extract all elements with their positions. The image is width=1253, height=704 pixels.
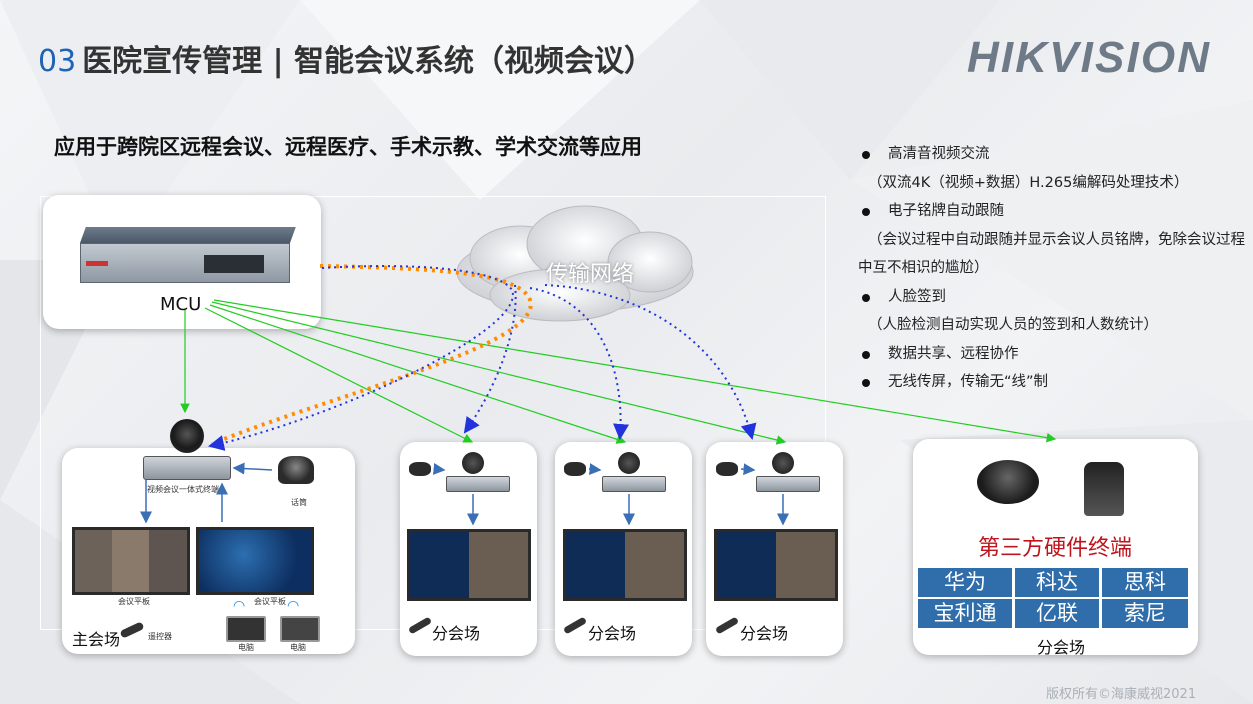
third-party-venue-label: 分会场	[1037, 638, 1086, 657]
brand-cisco: 思科	[1102, 568, 1188, 597]
third-party-title: 第三方硬件终端	[978, 536, 1133, 561]
bullet-icon	[862, 208, 870, 216]
wifi-icon: ◠	[233, 598, 246, 614]
branch-venue-label-2: 分会场	[588, 624, 637, 643]
branch-mic	[409, 462, 431, 476]
mic-label: 话筒	[291, 498, 307, 507]
brand-sony: 索尼	[1102, 599, 1188, 628]
cloud-label: 传输网络	[546, 262, 635, 287]
remote-label: 遥控器	[148, 632, 172, 641]
feature-list: 高清音视频交流 （双流4K（视频+数据）H.265编解码处理技术） 电子铭牌自动…	[858, 140, 1248, 397]
bullet-icon	[862, 293, 870, 302]
branch-camera	[618, 452, 640, 474]
main-terminal-label: 视频会议一体式终端	[147, 485, 219, 494]
feature-item: 无线传屏，传输无“线”制	[858, 368, 1248, 397]
panel-left-screen	[72, 527, 190, 595]
branch-camera	[462, 452, 484, 474]
main-camera	[170, 419, 204, 453]
main-venue-label: 主会场	[72, 630, 121, 649]
title-text: 医院宣传管理 | 智能会议系统（视频会议）	[82, 44, 655, 79]
bullet-icon	[862, 379, 870, 387]
mcu-label: MCU	[160, 294, 202, 315]
mic-device	[278, 456, 314, 484]
laptop-left	[226, 616, 266, 642]
branch-mic	[716, 462, 738, 476]
bullet-icon	[862, 151, 870, 159]
branch-venue-label-3: 分会场	[740, 624, 789, 643]
feature-detail: （会议过程中自动跟随并显示会议人员铭牌，免除会议过程中互不相识的尴尬）	[858, 231, 1245, 277]
brand-kedacom: 科达	[1015, 568, 1099, 597]
branch-camera	[772, 452, 794, 474]
branch-terminal	[602, 476, 666, 492]
bullet-icon	[862, 350, 870, 359]
brand-polycom: 宝利通	[918, 599, 1012, 628]
hikvision-logo: HIKVISION	[965, 28, 1215, 84]
branch-mic	[564, 462, 586, 476]
ptz-camera	[1084, 462, 1124, 516]
section-number: 03	[38, 44, 77, 79]
laptop-left-label: 电脑	[238, 643, 254, 652]
subtitle: 应用于跨院区远程会议、远程医疗、手术示教、学术交流等应用	[54, 135, 642, 159]
feature-item: 电子铭牌自动跟随	[858, 197, 1248, 226]
branch-terminal	[756, 476, 820, 492]
panel-right-label: 会议平板	[254, 597, 286, 606]
brand-huawei: 华为	[918, 568, 1012, 597]
main-terminal	[143, 456, 231, 480]
feature-detail: （双流4K（视频+数据）H.265编解码处理技术）	[868, 174, 1189, 191]
branch-screen	[407, 529, 531, 601]
laptop-right	[280, 616, 320, 642]
panel-left-label: 会议平板	[118, 597, 150, 606]
conference-speaker	[977, 460, 1039, 504]
copyright: 版权所有©海康威视2021	[1046, 687, 1197, 702]
laptop-right-label: 电脑	[290, 643, 306, 652]
branch-screen	[563, 529, 687, 601]
panel-right-screen	[196, 527, 314, 595]
feature-detail: （人脸检测自动实现人员的签到和人数统计）	[868, 317, 1158, 333]
mcu-device	[80, 227, 296, 283]
branch-venue-label-1: 分会场	[432, 624, 481, 643]
feature-item: 高清音视频交流	[858, 140, 1248, 169]
wifi-icon: ◠	[287, 598, 300, 614]
branch-screen	[714, 529, 838, 601]
svg-text:HIKVISION: HIKVISION	[967, 33, 1210, 80]
branch-terminal	[446, 476, 510, 492]
brand-yealink: 亿联	[1015, 599, 1099, 628]
feature-item: 数据共享、远程协作	[858, 340, 1248, 369]
feature-item: 人脸签到	[858, 283, 1248, 312]
